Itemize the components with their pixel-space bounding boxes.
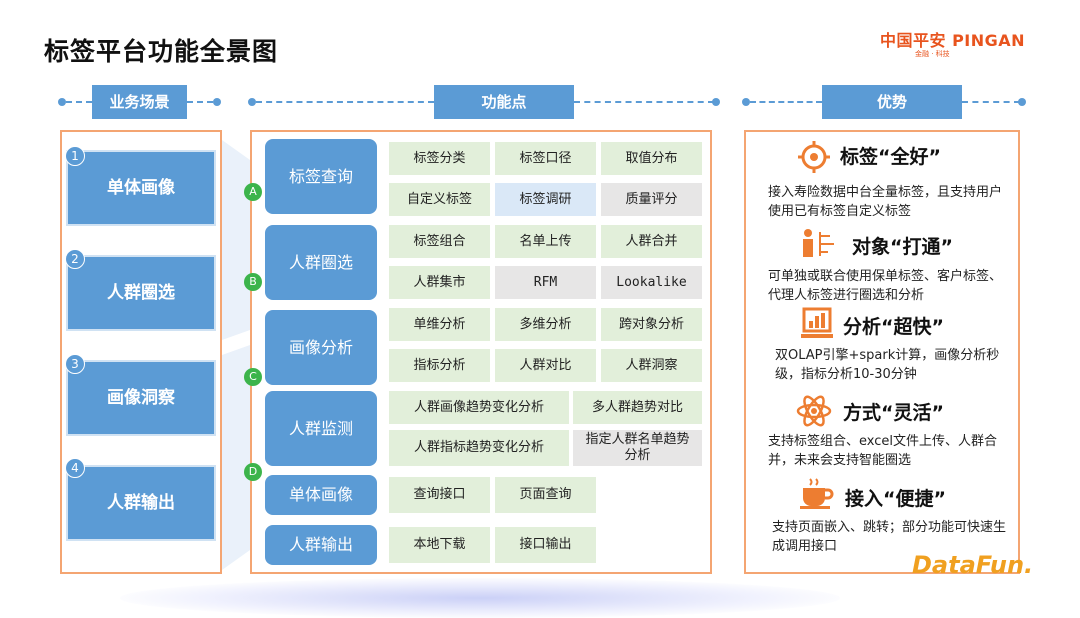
connector-dot [213,98,221,106]
scenario-crowd-output: 人群输出 [66,465,216,541]
dashed-line [187,101,213,103]
dashed-line [574,101,714,103]
dashed-line [256,101,434,103]
advantage-title: 标签“全好” [840,146,941,168]
feature-cell: 指标分析 [389,349,490,382]
advantages-panel [744,130,1020,574]
scenario-number-badge: 3 [65,354,85,374]
category-tag-query: 标签查询 [265,139,377,214]
section-header-features: 功能点 [434,85,574,119]
scenario-crowd-select: 人群圈选 [66,255,216,331]
feature-cell: 取值分布 [601,142,702,175]
page-title: 标签平台功能全景图 [44,37,279,66]
feature-cell: 标签组合 [389,225,490,258]
dashed-line [66,101,92,103]
advantage-text: 支持页面嵌入、跳转；部分功能可快速生成调用接口 [772,520,1007,554]
feature-cell: 本地下载 [389,527,490,563]
scenario-portrait-insight: 画像洞察 [66,360,216,436]
feature-cell: 人群对比 [495,349,596,382]
feature-cell: 质量评分 [601,183,702,216]
category-crowd-monitor: 人群监测 [265,391,377,466]
scenario-single-portrait: 单体画像 [66,150,216,226]
dashed-line [962,101,1020,103]
category-crowd-output: 人群输出 [265,525,377,565]
group-badge-b: B [244,273,262,291]
scenario-number-badge: 2 [65,249,85,269]
feature-cell: 标签分类 [389,142,490,175]
connector-dot [712,98,720,106]
connector-dot [1018,98,1026,106]
feature-cell: Lookalike [601,266,702,299]
connector-dot [58,98,66,106]
feature-cell: 页面查询 [495,477,596,513]
advantage-text: 双OLAP引擎+spark计算，画像分析秒级，指标分析10-30分钟 [775,348,1000,382]
section-header-advantages: 优势 [822,85,962,119]
advantage-title: 对象“打通” [852,236,953,258]
group-badge-d: D [244,463,262,481]
coffee-cup-icon [800,478,834,509]
feature-cell: 接口输出 [495,527,596,563]
scenario-number-badge: 1 [65,146,85,166]
group-badge-a: A [244,183,262,201]
feature-cell: 多维分析 [495,308,596,341]
connector-dot [742,98,750,106]
feature-cell: 查询接口 [389,477,490,513]
feature-cell: 人群指标趋势变化分析 [389,430,569,466]
section-header-business: 业务场景 [92,85,187,119]
feature-cell: 标签调研 [495,183,596,216]
atom-icon [796,395,832,427]
pingan-logo-subtitle: 金融 · 科技 [915,50,950,58]
pingan-logo: 中国平安 PINGAN [880,31,1026,50]
category-portrait-analysis: 画像分析 [265,310,377,385]
feature-cell: 指定人群名单趋势分析 [573,430,702,466]
category-crowd-select: 人群圈选 [265,225,377,300]
tag-settings-icon [798,141,830,173]
connector-dot [248,98,256,106]
advantage-title: 接入“便捷” [845,488,946,510]
advantage-text: 可单独或联合使用保单标签、客户标签、代理人标签进行圈选和分析 [768,269,1003,303]
feature-cell: 多人群趋势对比 [573,391,702,424]
feature-cell: 跨对象分析 [601,308,702,341]
feature-cell: 人群合并 [601,225,702,258]
feature-cell: RFM [495,266,596,299]
feature-cell: 单维分析 [389,308,490,341]
dashed-line [750,101,822,103]
advantage-text: 接入寿险数据中台全量标签，且支持用户使用已有标签自定义标签 [768,185,1003,219]
feature-cell: 自定义标签 [389,183,490,216]
analysis-board-icon [801,307,833,338]
advantage-title: 分析“超快” [843,316,944,338]
scenario-number-badge: 4 [65,458,85,478]
advantage-text: 支持标签组合、excel文件上传、人群合并，未来会支持智能圈选 [768,434,997,468]
person-chart-icon [803,229,834,257]
feature-cell: 标签口径 [495,142,596,175]
datafun-watermark: DataFun. [912,551,1034,579]
group-badge-c: C [244,368,262,386]
advantage-title: 方式“灵活” [843,402,944,424]
feature-cell: 人群画像趋势变化分析 [389,391,569,424]
feature-cell: 人群洞察 [601,349,702,382]
feature-cell: 名单上传 [495,225,596,258]
feature-cell: 人群集市 [389,266,490,299]
connector-wedges [222,140,250,570]
bottom-glow [120,578,840,618]
category-single-portrait: 单体画像 [265,475,377,515]
